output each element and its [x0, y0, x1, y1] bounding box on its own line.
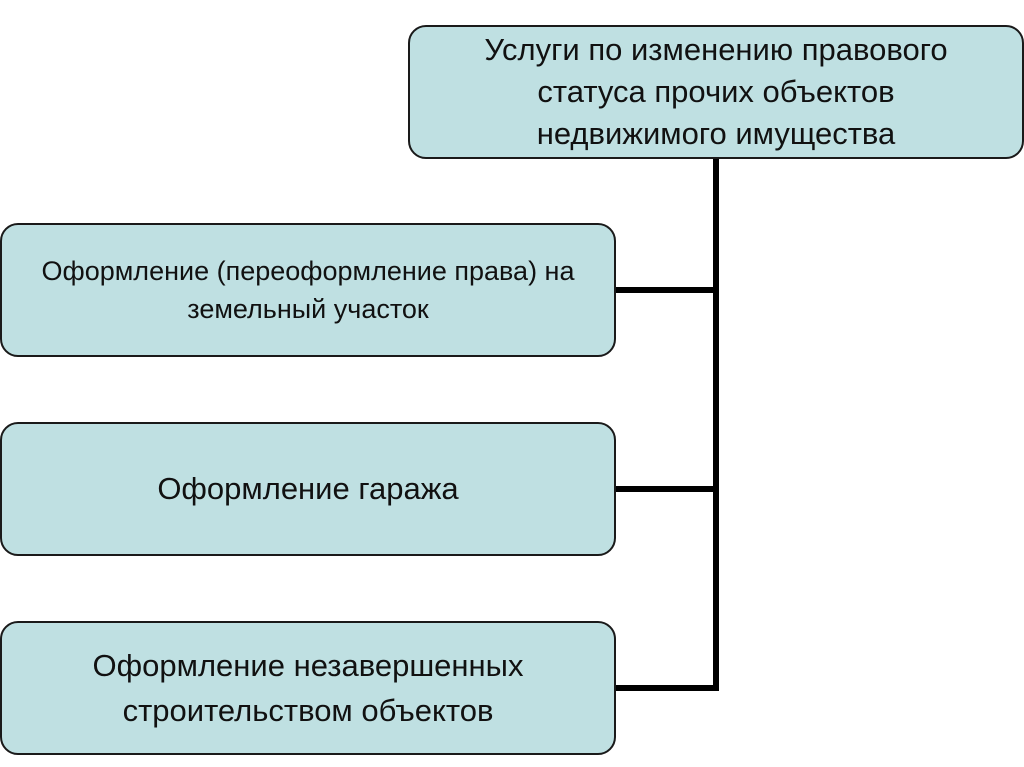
- connector-branch-land: [615, 287, 719, 293]
- child-node-garage: Оформление гаража: [0, 422, 616, 556]
- connector-branch-garage: [615, 486, 719, 492]
- child-node-land-plot: Оформление (переоформление права) на зем…: [0, 223, 616, 357]
- connector-branch-unfinished: [615, 685, 719, 691]
- child-node-label: Оформление незавершенных строительством …: [92, 648, 524, 728]
- root-node-label: Услуги по изменению правового статуса пр…: [484, 32, 948, 151]
- child-node-unfinished-construction: Оформление незавершенных строительством …: [0, 621, 616, 755]
- child-node-label: Оформление гаража: [157, 471, 459, 506]
- child-node-label: Оформление (переоформление права) на зем…: [41, 256, 575, 324]
- root-node: Услуги по изменению правового статуса пр…: [408, 25, 1024, 159]
- connector-trunk: [713, 158, 719, 691]
